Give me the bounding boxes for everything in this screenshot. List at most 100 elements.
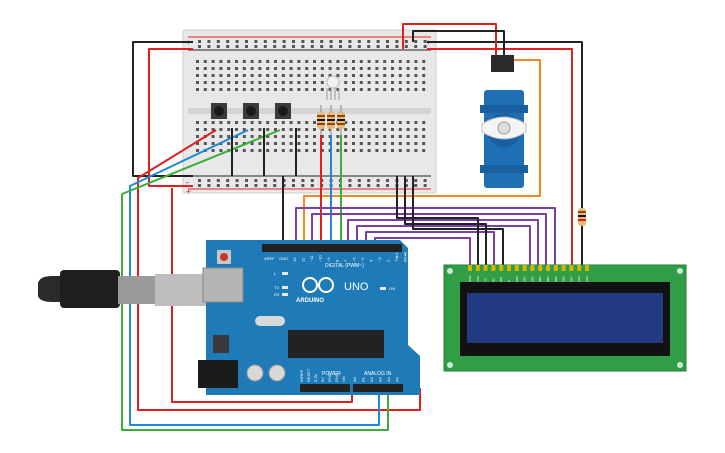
breadboard-hole[interactable] — [375, 88, 379, 91]
breadboard-hole[interactable] — [203, 81, 207, 84]
breadboard-hole[interactable] — [383, 60, 387, 63]
breadboard-hole[interactable] — [383, 81, 387, 84]
breadboard-hole[interactable] — [258, 149, 262, 152]
breadboard-hole[interactable] — [289, 67, 293, 70]
breadboard-hole[interactable] — [211, 149, 215, 152]
breadboard-hole[interactable] — [320, 135, 324, 138]
breadboard-hole[interactable] — [352, 60, 355, 63]
rail-hole[interactable] — [198, 45, 201, 48]
breadboard-hole[interactable] — [297, 88, 301, 91]
breadboard-hole[interactable] — [375, 67, 379, 70]
breadboard-hole[interactable] — [320, 88, 324, 91]
breadboard-hole[interactable] — [344, 142, 348, 145]
rail-hole[interactable] — [310, 184, 314, 187]
breadboard-hole[interactable] — [242, 60, 246, 63]
breadboard-hole[interactable] — [235, 74, 238, 77]
rail-hole[interactable] — [310, 40, 314, 43]
breadboard-hole[interactable] — [391, 149, 394, 152]
rail-hole[interactable] — [301, 40, 305, 43]
breadboard-hole[interactable] — [398, 74, 402, 77]
breadboard-hole[interactable] — [305, 81, 309, 84]
rail-hole[interactable] — [263, 45, 267, 48]
breadboard-hole[interactable] — [227, 128, 231, 131]
lcd-pin[interactable] — [475, 265, 480, 271]
breadboard-hole[interactable] — [281, 128, 285, 131]
rail-hole[interactable] — [404, 184, 408, 187]
breadboard-hole[interactable] — [297, 149, 301, 152]
breadboard-hole[interactable] — [219, 121, 223, 124]
breadboard-hole[interactable] — [398, 128, 402, 131]
lcd-pin[interactable] — [569, 265, 574, 271]
breadboard-hole[interactable] — [297, 81, 301, 84]
breadboard-hole[interactable] — [391, 60, 394, 63]
breadboard-hole[interactable] — [274, 121, 277, 124]
wire-lcd-gnd-c[interactable] — [412, 176, 504, 265]
breadboard-hole[interactable] — [258, 128, 262, 131]
rail-hole[interactable] — [414, 45, 418, 48]
breadboard-hole[interactable] — [383, 142, 387, 145]
wire-gnd-rail-left[interactable] — [132, 41, 193, 177]
breadboard-hole[interactable] — [227, 135, 231, 138]
breadboard-hole[interactable] — [383, 88, 387, 91]
breadboard-hole[interactable] — [422, 135, 426, 138]
breadboard-hole[interactable] — [352, 88, 355, 91]
rail-hole[interactable] — [367, 45, 371, 48]
wire-button-green[interactable] — [121, 129, 389, 431]
wire-lcd-db7[interactable] — [295, 207, 556, 265]
breadboard-hole[interactable] — [297, 128, 301, 131]
breadboard-hole[interactable] — [336, 67, 340, 70]
rail-hole[interactable] — [198, 40, 201, 43]
lcd-pin[interactable] — [553, 265, 558, 271]
rail-hole[interactable] — [357, 45, 361, 48]
breadboard-hole[interactable] — [266, 88, 270, 91]
breadboard-hole[interactable] — [274, 142, 277, 145]
breadboard-hole[interactable] — [274, 74, 277, 77]
breadboard-hole[interactable] — [196, 67, 199, 70]
breadboard-hole[interactable] — [258, 121, 262, 124]
breadboard-hole[interactable] — [297, 121, 301, 124]
breadboard-hole[interactable] — [242, 67, 246, 70]
rgb-led[interactable] — [326, 75, 340, 100]
breadboard-hole[interactable] — [305, 67, 309, 70]
breadboard-hole[interactable] — [375, 81, 379, 84]
breadboard-hole[interactable] — [258, 88, 262, 91]
breadboard-hole[interactable] — [219, 149, 223, 152]
breadboard-hole[interactable] — [211, 135, 215, 138]
breadboard-hole[interactable] — [242, 81, 246, 84]
rail-hole[interactable] — [357, 184, 361, 187]
breadboard-hole[interactable] — [196, 74, 199, 77]
rail-hole[interactable] — [292, 179, 295, 182]
breadboard-hole[interactable] — [398, 121, 402, 124]
lcd-pin[interactable] — [468, 265, 472, 271]
breadboard-hole[interactable] — [398, 60, 402, 63]
breadboard-hole[interactable] — [196, 149, 199, 152]
pushbutton-3[interactable] — [275, 103, 291, 119]
breadboard-hole[interactable] — [422, 142, 426, 145]
breadboard-hole[interactable] — [398, 135, 402, 138]
breadboard-hole[interactable] — [406, 88, 410, 91]
breadboard-hole[interactable] — [211, 67, 215, 70]
breadboard-hole[interactable] — [196, 88, 199, 91]
lcd-pin[interactable] — [530, 265, 535, 271]
pushbutton-2[interactable] — [243, 103, 259, 119]
rail-hole[interactable] — [348, 179, 352, 182]
lcd-pin[interactable] — [577, 265, 582, 271]
breadboard-hole[interactable] — [281, 121, 285, 124]
breadboard-hole[interactable] — [336, 149, 340, 152]
rail-hole[interactable] — [339, 45, 342, 48]
rail-hole[interactable] — [198, 184, 201, 187]
breadboard-hole[interactable] — [250, 60, 254, 63]
breadboard-hole[interactable] — [313, 88, 316, 91]
breadboard-hole[interactable] — [266, 149, 270, 152]
breadboard-hole[interactable] — [359, 142, 363, 145]
rail-hole[interactable] — [404, 45, 408, 48]
breadboard-hole[interactable] — [219, 88, 223, 91]
lcd-pin[interactable] — [585, 265, 589, 271]
breadboard-hole[interactable] — [274, 60, 277, 63]
breadboard-hole[interactable] — [367, 128, 371, 131]
rail-hole[interactable] — [292, 40, 295, 43]
breadboard-hole[interactable] — [414, 81, 418, 84]
breadboard-hole[interactable] — [328, 128, 332, 131]
rail-hole[interactable] — [216, 45, 220, 48]
wire-lcd-db4[interactable] — [356, 225, 531, 265]
